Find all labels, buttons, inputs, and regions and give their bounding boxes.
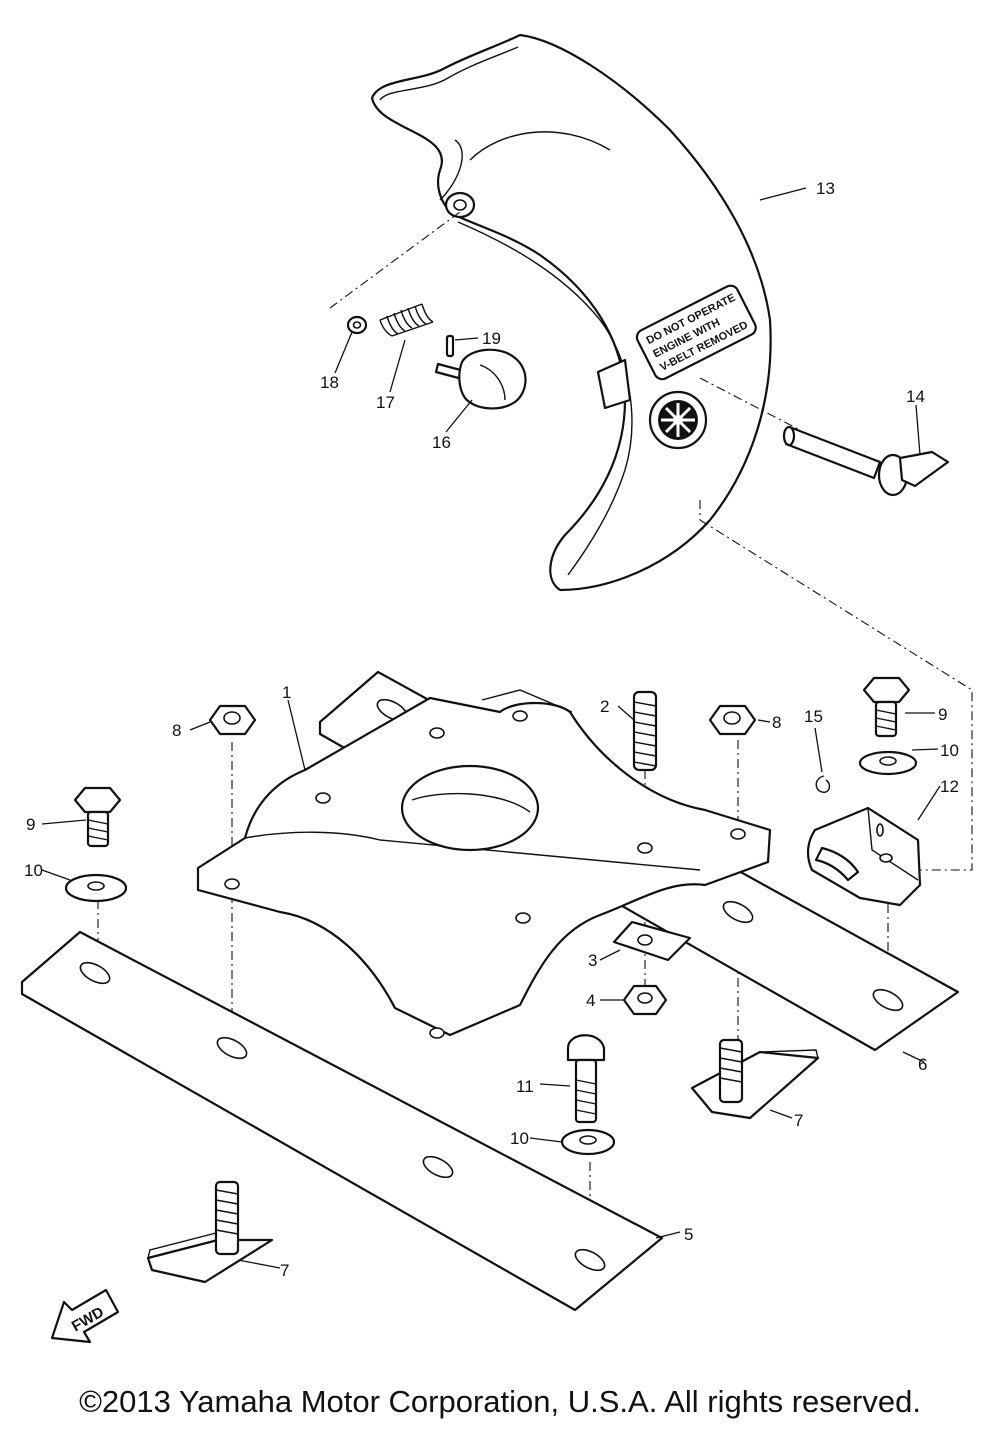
- callout-10-left: 10: [24, 861, 43, 880]
- pin-19: [445, 334, 455, 358]
- callout-19: 19: [482, 329, 501, 348]
- leader-lines: [41, 187, 941, 1269]
- mounting-plate-1: [196, 689, 772, 1039]
- washer-10-left: [64, 873, 128, 903]
- callout-10-right: 10: [940, 741, 959, 760]
- callout-12: 12: [940, 777, 959, 796]
- callout-16: 16: [432, 433, 451, 452]
- t-bolt-7-right: [690, 1038, 820, 1120]
- part-callouts: 13 14 19 18 17 16 1 2 8 8 9 10 9 10 15 1…: [24, 179, 959, 1280]
- callout-13: 13: [816, 179, 835, 198]
- bracket-12: [806, 806, 922, 907]
- nut-8-right: [708, 704, 757, 736]
- callout-4: 4: [586, 991, 595, 1010]
- belt-guard: DO NOT OPERATE ENGINE WITH V-BELT REMOVE…: [370, 33, 772, 592]
- bolt-11: [566, 1034, 606, 1124]
- latch-assembly: [346, 303, 527, 410]
- callout-11: 11: [516, 1077, 534, 1096]
- washer-10-right: [858, 750, 918, 776]
- callout-9-left: 9: [26, 815, 35, 834]
- bolt-9-right: [862, 676, 911, 738]
- stud-2: [632, 690, 658, 772]
- callout-3: 3: [588, 951, 597, 970]
- callout-1: 1: [282, 683, 291, 702]
- nut-8-left: [208, 704, 257, 736]
- callout-6: 6: [918, 1055, 927, 1074]
- knob-16: [434, 348, 527, 410]
- callout-5: 5: [684, 1225, 693, 1244]
- callout-2: 2: [600, 697, 609, 716]
- copyright-notice: ©2013 Yamaha Motor Corporation, U.S.A. A…: [79, 1384, 921, 1419]
- callout-7-left: 7: [280, 1261, 289, 1280]
- callout-7-right: 7: [794, 1111, 803, 1130]
- callout-8-left: 8: [172, 721, 181, 740]
- t-bolt-7-left: [146, 1180, 274, 1284]
- callout-17: 17: [376, 393, 395, 412]
- plate-3: [612, 920, 692, 962]
- fwd-arrow: FWD: [50, 1288, 120, 1344]
- spring-17: [379, 303, 434, 337]
- clip-15: [815, 775, 831, 793]
- callout-9-right: 9: [938, 705, 947, 724]
- callout-18: 18: [320, 373, 339, 392]
- callout-14: 14: [906, 387, 925, 406]
- nut-4: [622, 984, 668, 1016]
- callout-10-center: 10: [510, 1129, 529, 1148]
- washer-10-center: [560, 1128, 616, 1156]
- exploded-parts-diagram: DO NOT OPERATE ENGINE WITH V-BELT REMOVE…: [20, 33, 973, 1344]
- mounting-rail-5: [20, 930, 664, 1312]
- callout-8-right: 8: [772, 713, 781, 732]
- callout-15: 15: [804, 707, 823, 726]
- bolt-9-left: [73, 786, 122, 848]
- hinge-pin: [782, 425, 950, 497]
